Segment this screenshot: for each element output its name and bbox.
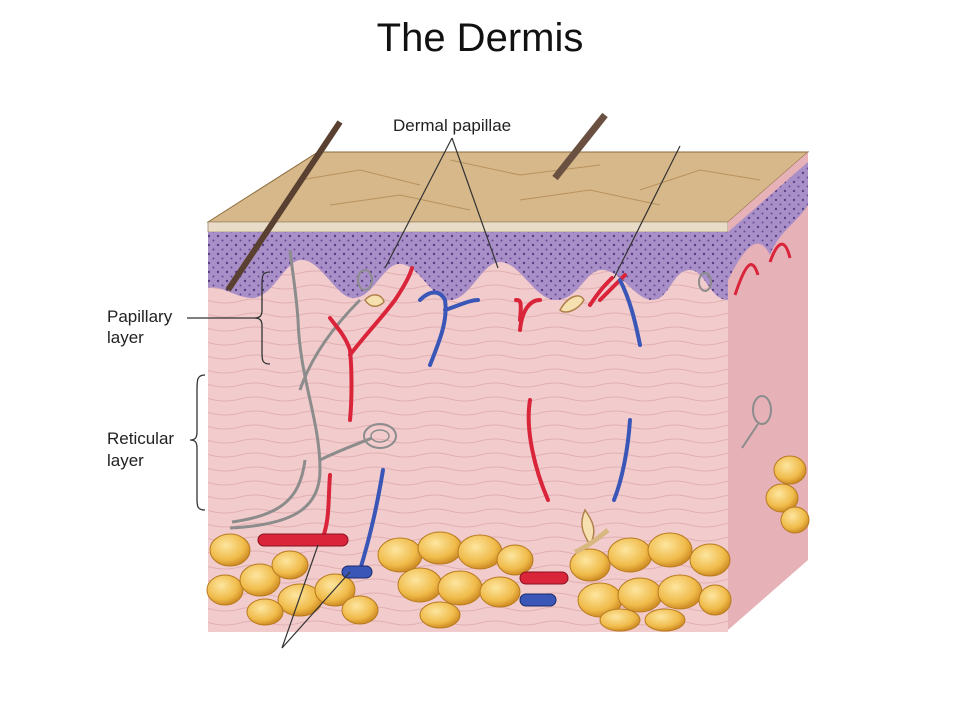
- epidermis: [208, 232, 728, 300]
- label-papillary-line2: layer: [107, 328, 144, 347]
- glands: [364, 294, 610, 555]
- skin-surface: [206, 151, 810, 233]
- label-reticular-line2: layer: [107, 451, 144, 470]
- arteries: [257, 266, 627, 585]
- hair-shafts: [225, 112, 608, 292]
- leader-lines: [281, 137, 681, 649]
- side-face: [728, 152, 808, 630]
- nerve-fibers: [229, 249, 772, 530]
- slide-title: The Dermis: [376, 16, 584, 60]
- layer-brackets: [187, 271, 271, 511]
- label-reticular-line1: Reticular: [107, 429, 174, 448]
- label-dermal-papillae: Dermal papillae: [393, 116, 511, 135]
- reticular-bracket: [189, 374, 206, 511]
- veins: [341, 278, 642, 607]
- label-papillary-line1: Papillary: [107, 307, 173, 326]
- adipose-tissue: [206, 455, 810, 632]
